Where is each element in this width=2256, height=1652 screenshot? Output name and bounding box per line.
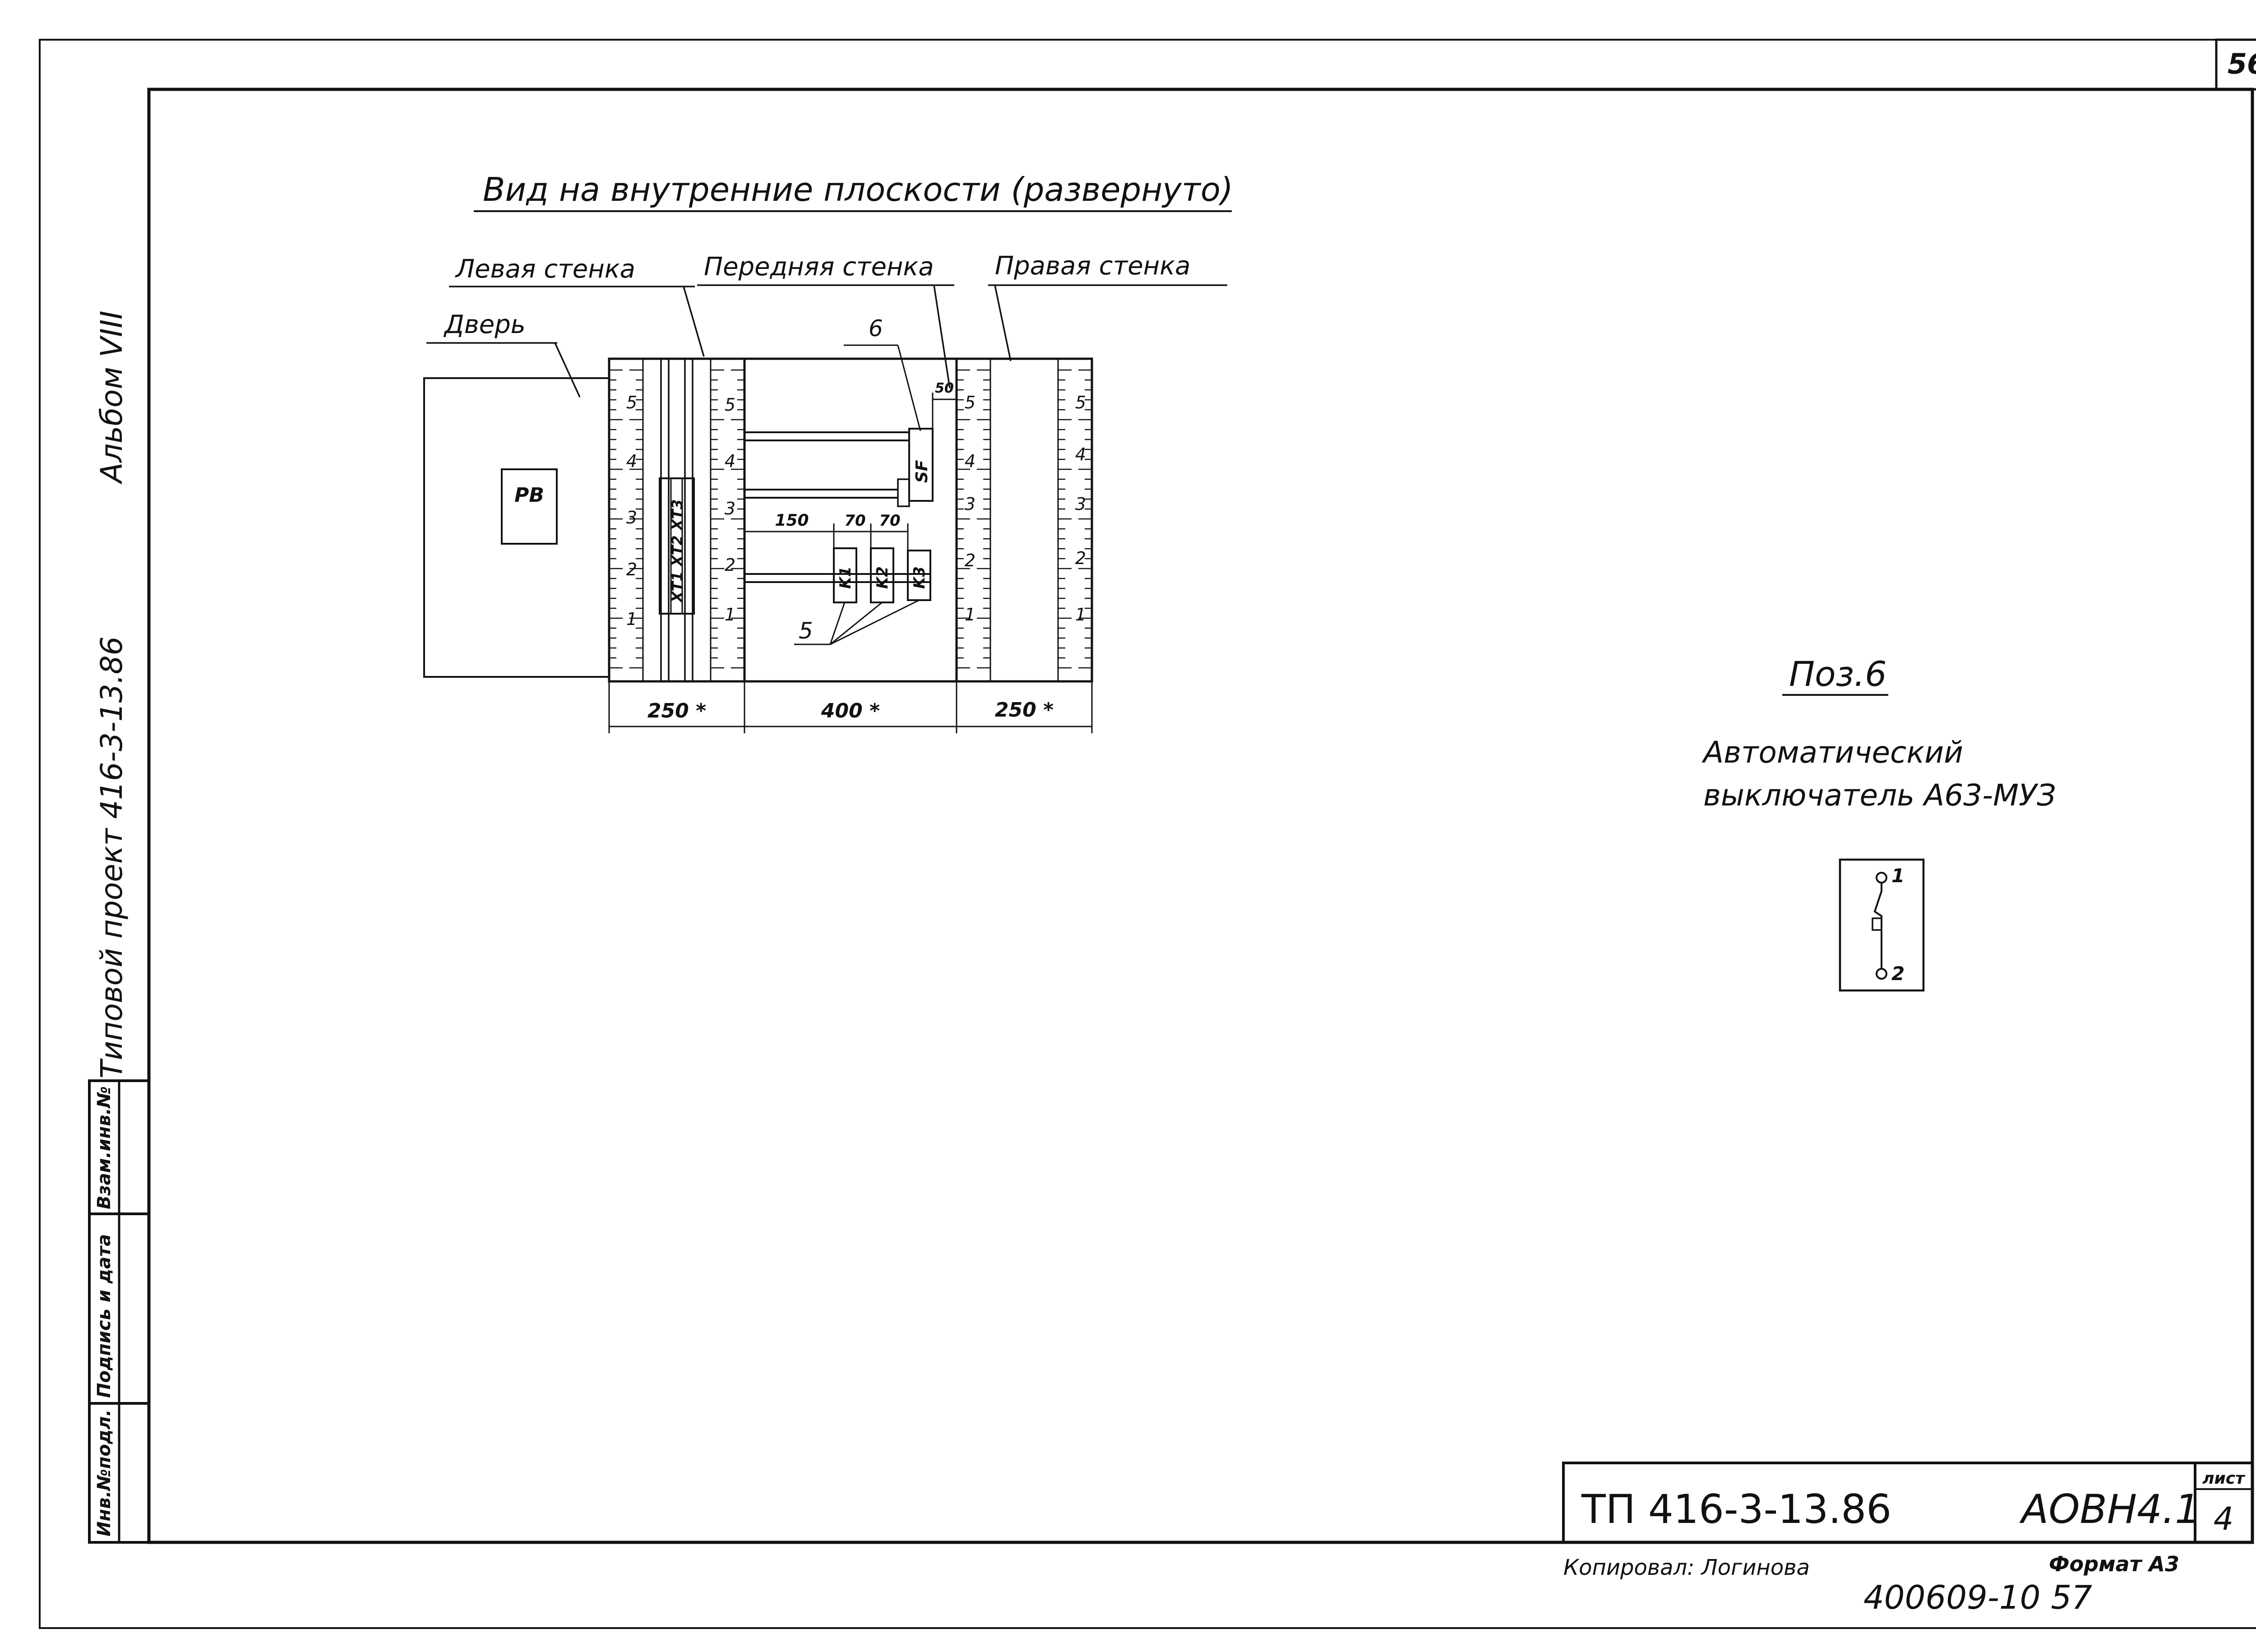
cabinet-view: 5 4 3 2 1 5 4 3 2 1 5 4 3 2 1 5 4 3 2 1 … (608, 315, 1093, 683)
dim-70-b: 70 (879, 512, 900, 530)
rail-num: 1 (965, 605, 975, 625)
rail-num: 3 (725, 499, 735, 518)
door-leader-tail (554, 342, 581, 398)
terminal-block (659, 477, 695, 615)
callout-6: 6 (869, 315, 883, 342)
contactor-k2-label: K2 (874, 566, 892, 589)
rail-num: 1 (725, 605, 735, 625)
stamp-inv-podl: Инв.№подл. (94, 1409, 115, 1536)
terminal-1-icon (1876, 872, 1887, 884)
rail-num: 3 (626, 508, 637, 528)
album-label: Альбом VIII (94, 310, 129, 485)
breaker-sf (908, 428, 934, 502)
callout-5: 5 (799, 618, 813, 644)
front-wall-leader-tail (933, 285, 951, 389)
rail-num: 2 (965, 551, 975, 570)
door-device-box (501, 468, 558, 545)
switch-release-icon (1872, 917, 1882, 931)
dim-70-a: 70 (844, 512, 865, 530)
switch-contact-icon (1873, 883, 1882, 969)
rail-num: 2 (1075, 548, 1086, 568)
overall-dimensions: 250 * 400 * 250 * (608, 681, 1093, 733)
dim-front-wall-width: 400 * (821, 699, 880, 722)
rail-num: 3 (1075, 494, 1086, 514)
left-wall-leader-tail (683, 286, 705, 357)
archive-number: 400609-10 57 (1863, 1578, 2092, 1616)
contactor-k3-label: K3 (911, 566, 929, 589)
pin-2-label: 2 (1891, 963, 1905, 985)
sheet-number: 56 (2228, 47, 2256, 80)
tb-code: ТП 416-3-13.86 (1581, 1486, 1891, 1532)
rail-num: 2 (725, 555, 735, 575)
stamp-vzam: Взам.инв.№ (94, 1086, 115, 1209)
tb-sheet-label: лист (2202, 1469, 2246, 1488)
pin-1-label: 1 (1891, 865, 1905, 887)
note-line-1: Автоматический (1701, 735, 1963, 770)
door-panel: РВ (423, 377, 610, 678)
position-note: Поз.6 Автоматический выключатель А63-МУЗ… (1701, 654, 2056, 992)
rail-num: 5 (626, 393, 637, 412)
rail-num: 5 (965, 393, 975, 412)
door-device-label: РВ (514, 484, 544, 507)
tb-sheet-value: 4 (2214, 1500, 2234, 1537)
paper-format: Формат А3 (2049, 1552, 2179, 1576)
rail-num: 1 (1075, 605, 1086, 625)
contactor-k1-label: K1 (837, 566, 855, 589)
door-label: Дверь (443, 310, 526, 339)
breaker-sf-label: SF (913, 460, 931, 483)
rail-num: 2 (626, 560, 637, 579)
right-wall-leader-tail (994, 285, 1012, 361)
contactor-k1 (833, 547, 857, 603)
terminal-2-icon (1876, 968, 1887, 980)
stamp-signature: Подпись и дата (94, 1234, 115, 1398)
inner-frame (147, 88, 2254, 1544)
drawing-title: Вид на внутренние плоскости (развернуто) (483, 171, 1233, 208)
tb-mark: АОВН4.1 (2019, 1486, 2200, 1532)
stamp-strip: Инв.№подл. Подпись и дата Взам.инв.№ (88, 1079, 150, 1544)
rail-num: 4 (626, 451, 637, 471)
rail-num: 5 (1075, 393, 1086, 412)
left-wall-label: Левая стенка (455, 255, 635, 284)
project-label: Типовой проект 416-3-13.86 (94, 636, 129, 1078)
rail-num: 1 (626, 609, 637, 629)
terminal-block-label: ХТ1 ХТ2 ХТ3 (669, 499, 686, 603)
dim-150: 150 (775, 511, 809, 530)
rail-num: 5 (725, 395, 735, 415)
copied-by: Копировал: Логинова (1563, 1555, 1810, 1580)
outer-border (39, 39, 2256, 1629)
breaker-accessory (897, 478, 910, 507)
title-block: ТП 416-3-13.86 АОВН4.1 лист 4 Копировал:… (1562, 1462, 2254, 1616)
rail-num: 4 (1075, 444, 1086, 464)
note-line-2: выключатель А63-МУЗ (1703, 778, 2056, 813)
dim-left-wall-width: 250 * (647, 699, 706, 722)
dim-right-wall-width: 250 * (995, 699, 1054, 722)
rail-num: 4 (725, 451, 735, 471)
rail-num: 3 (965, 494, 975, 514)
sheet-number-box (2215, 38, 2256, 91)
dim-50: 50 (935, 380, 954, 396)
note-title: Поз.6 (1789, 654, 1887, 694)
front-wall-label: Передняя стенка (704, 252, 934, 282)
breaker-symbol-box (1839, 858, 1925, 992)
rail-num: 4 (965, 451, 975, 471)
right-wall-label: Правая стенка (995, 251, 1190, 281)
